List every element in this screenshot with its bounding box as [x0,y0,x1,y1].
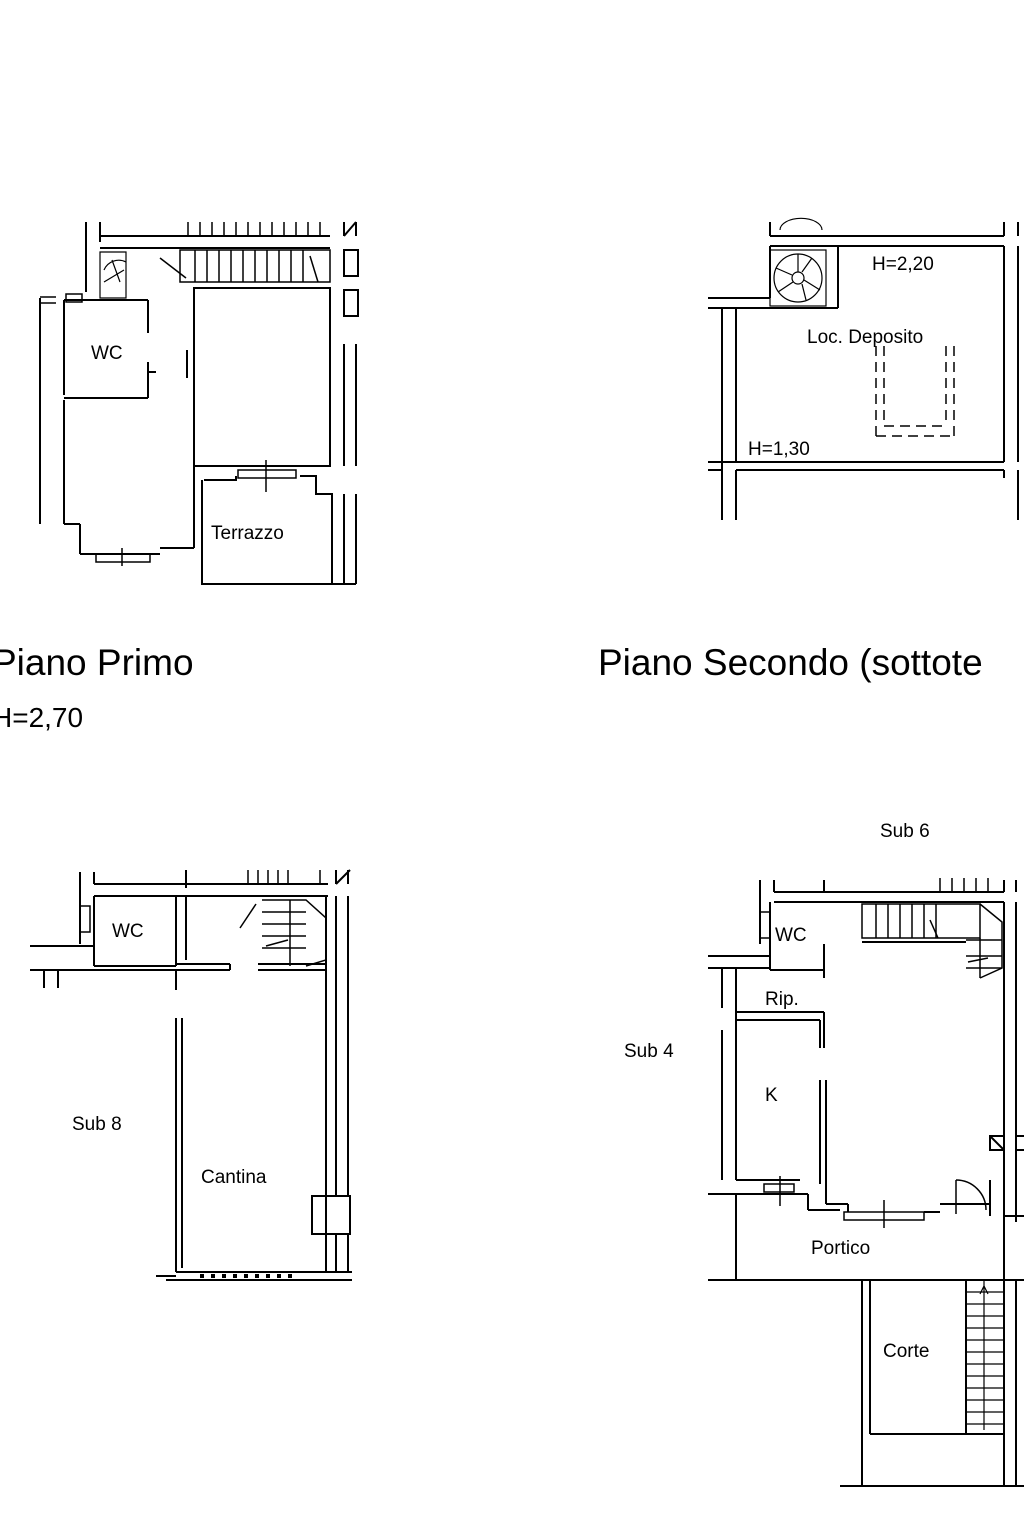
plan-ground-floor [708,878,1024,1487]
outdoor-stair [966,1280,1004,1430]
window [763,1176,925,1228]
window [95,548,151,566]
balustrade-posts [939,878,989,892]
spiral-stair [769,249,827,307]
room-height-low: H=1,30 [748,439,810,460]
room-label-portico: Portico [811,1238,871,1259]
room-label-wc-ground: WC [775,925,807,946]
room-label-wc-basement: WC [112,921,144,942]
sub-label-8: Sub 8 [72,1114,122,1135]
balustrade-posts [247,870,321,884]
plan-basement [30,869,352,1281]
room-height-high: H=2,20 [872,254,934,275]
room-label-k: K [765,1085,778,1106]
sub-label-6: Sub 6 [880,821,930,842]
window [79,905,91,933]
door-swing [955,1179,987,1214]
sub-label-4: Sub 4 [624,1041,674,1062]
balustrade-posts [187,222,321,236]
floor-title-piano-secondo: Piano Secondo (sottote [598,642,983,683]
skylight-outline [875,346,955,437]
spiral-stair [99,251,127,299]
room-label-deposito: Loc. Deposito [807,327,924,348]
room-label-terrazzo: Terrazzo [211,523,284,544]
plan-piano-primo [39,221,359,585]
window [759,911,771,939]
window [40,293,83,304]
staircase [861,903,1003,979]
floor-title-piano-primo: Piano Primo [0,642,194,683]
staircase [159,249,331,283]
room-label-corte: Corte [883,1341,930,1362]
plan-piano-secondo [708,217,1019,520]
staircase [239,899,327,967]
room-label-cantina: Cantina [201,1167,267,1188]
floor-height-piano-primo: H=2,70 [0,702,84,733]
room-label-wc-primo: WC [91,343,123,364]
door [237,460,297,492]
room-label-rip: Rip. [765,989,799,1010]
